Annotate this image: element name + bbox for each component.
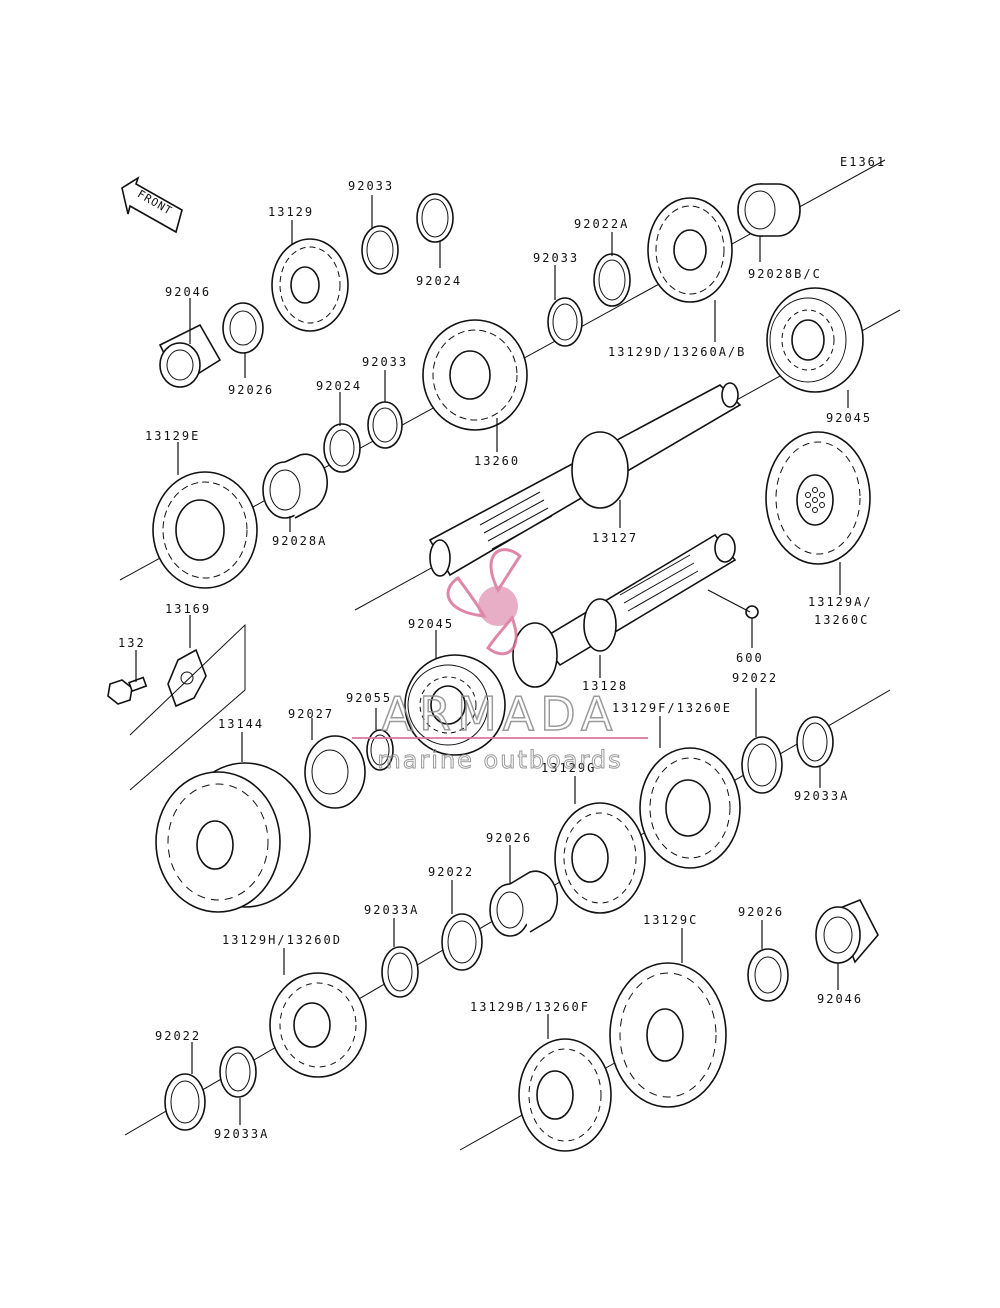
plate-13169: [129, 623, 246, 791]
gear-13260: [422, 319, 528, 431]
label-13129A-line2: 13260C: [814, 613, 869, 627]
label-92024-a: 92024: [416, 274, 462, 288]
gear-13129E: [152, 471, 258, 589]
label-13129F: 13129F/13260E: [612, 701, 732, 715]
washer-92022A: [593, 253, 631, 307]
propeller-logo-icon: [446, 548, 523, 656]
label-92028A: 92028A: [272, 534, 327, 548]
bearing-92045-a: [766, 287, 864, 393]
label-13128: 13128: [582, 679, 628, 693]
sprocket-13144: [155, 762, 311, 913]
label-92033-a: 92033: [348, 179, 394, 193]
label-92055: 92055: [346, 691, 392, 705]
washer-92022-c: [164, 1073, 206, 1131]
gear-13129H: [269, 972, 367, 1078]
washer-92024-b: [323, 423, 361, 473]
ball-600: [745, 605, 759, 619]
label-13129C: 13129C: [643, 913, 698, 927]
collar-92046-b: [815, 898, 879, 964]
circlip-92033-c: [367, 401, 403, 449]
label-92033A-c: 92033A: [214, 1127, 269, 1141]
oring-92055: [366, 729, 394, 771]
label-132: 132: [118, 636, 146, 650]
gear-13129: [271, 238, 349, 332]
watermark-brand: ARMADA: [382, 687, 619, 741]
armada-watermark: ARMADA marine outboards: [352, 548, 648, 775]
gear-13129F: [639, 747, 741, 869]
label-13169: 13169: [165, 602, 211, 616]
circlip-92033A-a: [796, 716, 834, 768]
label-13129E: 13129E: [145, 429, 200, 443]
front-arrow-icon: FRONT: [121, 176, 183, 234]
label-92026-b: 92026: [486, 831, 532, 845]
label-92046-b: 92046: [817, 992, 863, 1006]
bushing-92028BC: [737, 183, 801, 237]
label-600: 600: [736, 651, 764, 665]
collar-92046-a: [158, 323, 222, 388]
label-13129A-line1: 13129A/: [808, 595, 873, 609]
gear-13129D: [647, 197, 733, 303]
circlip-92033A-c: [219, 1046, 257, 1098]
washer-92026-a: [222, 302, 264, 354]
washer-92022-a: [741, 736, 783, 794]
part-labels: 92033 13129 92024 92022A 92033 92028B/C …: [118, 179, 873, 1141]
label-92024-b: 92024: [316, 379, 362, 393]
label-13129H: 13129H/13260D: [222, 933, 342, 947]
label-92022-c: 92022: [155, 1029, 201, 1043]
label-92033A-a: 92033A: [794, 789, 849, 803]
washer-92022-b: [441, 913, 483, 971]
label-92022A: 92022A: [574, 217, 629, 231]
leader-lines: [135, 195, 849, 1125]
bushing-92028A: [262, 453, 328, 519]
label-13129: 13129: [268, 205, 314, 219]
circlip-92033-b: [547, 297, 583, 347]
shaft-13127: [428, 382, 742, 577]
sleeve-92026-b: [489, 870, 559, 937]
label-92046-a: 92046: [165, 285, 211, 299]
label-13144: 13144: [218, 717, 264, 731]
gear-13129G: [554, 802, 646, 914]
circlip-92033-a: [361, 225, 399, 275]
label-92028BC: 92028B/C: [748, 267, 822, 281]
label-92027: 92027: [288, 707, 334, 721]
label-92026-a: 92026: [228, 383, 274, 397]
gear-13129C: [609, 962, 727, 1108]
circlip-92033A-b: [381, 946, 419, 998]
label-92033-b: 92033: [533, 251, 579, 265]
label-92045-a: 92045: [826, 411, 872, 425]
washer-92024-a: [416, 193, 454, 243]
gear-13129A: [765, 431, 871, 565]
label-92033-c: 92033: [362, 355, 408, 369]
diagram-code: E1361: [840, 155, 886, 169]
label-92045-b: 92045: [408, 617, 454, 631]
label-13129B: 13129B/13260F: [470, 1000, 590, 1014]
label-13127: 13127: [592, 531, 638, 545]
shaft-13128: [512, 533, 737, 688]
washer-92026-c: [747, 948, 789, 1002]
label-13260: 13260: [474, 454, 520, 468]
watermark-tagline: marine outboards: [377, 746, 622, 774]
collar-92027: [304, 735, 366, 809]
bolt-132: [107, 676, 148, 705]
label-13129G: 13129G: [541, 761, 596, 775]
bearing-92045-b: [404, 654, 506, 756]
gear-13129B: [518, 1038, 612, 1152]
label-13129D: 13129D/13260A/B: [608, 345, 746, 359]
label-92026-c: 92026: [738, 905, 784, 919]
label-92022-b: 92022: [428, 865, 474, 879]
label-92022-a: 92022: [732, 671, 778, 685]
label-92033A-b: 92033A: [364, 903, 419, 917]
